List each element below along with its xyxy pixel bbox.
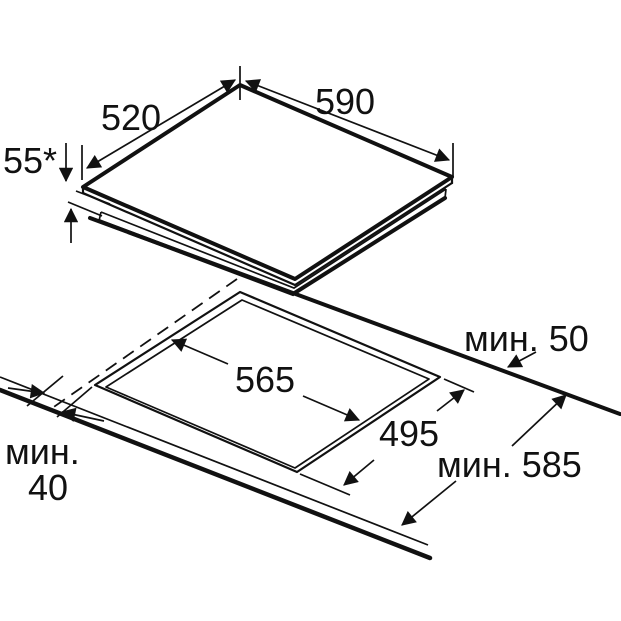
dim-arrow-565-left [170,338,229,365]
hob-body-right-end [444,188,447,199]
dim-arrow-min40-left [60,407,105,422]
dimension-min-front-clearance: мин. 40 [5,375,105,508]
ext-495-lower [299,473,351,496]
cutout-outline [93,290,442,474]
cutout-depth-label: 495 [379,413,439,454]
dim-line-590 [244,79,451,162]
dimension-hob-depth: 520 [81,79,236,180]
dimension-hob-height: 55* [3,140,111,243]
dimension-min-worktop-depth: мин. 585 [401,394,582,526]
min-front-clearance-value-label: 40 [28,467,68,508]
hob-glass-edge [81,181,454,287]
hob-width-label: 590 [315,81,375,122]
min-front-clearance-word-label: мин. [5,431,80,472]
ext-495-upper [443,378,475,393]
dim-arrow-495-up [436,389,465,412]
tick-55-top [75,190,111,205]
min-worktop-depth-label: мин. 585 [437,444,582,485]
hob-body-top-edge [100,188,447,289]
dim-arrow-min585-up [511,394,567,447]
dim-arrow-min40-right [7,384,46,399]
dimension-hob-width: 590 [239,66,454,177]
dimension-cutout-depth: 495 [299,378,475,496]
hob-depth-label: 520 [101,97,161,138]
dim-line-520 [86,79,236,169]
cutout-inner-outline [105,299,430,469]
side-wall-reference-dashed-line [47,278,238,412]
dim-arrow-min50 [506,351,537,368]
min-rear-clearance-label: мин. 50 [464,318,589,359]
dimension-min-rear-clearance: мин. 50 [464,318,589,368]
dimension-cutout-width: 565 [170,338,361,422]
dim-arrow-565-right [302,395,361,422]
dim-arrow-min585-down [401,480,457,526]
cutout-width-label: 565 [235,359,295,400]
worktop-rear-edge [88,216,621,416]
tick-55-bottom [67,201,103,217]
hob-height-label: 55* [3,140,57,181]
dim-arrow-495-down [343,459,375,486]
